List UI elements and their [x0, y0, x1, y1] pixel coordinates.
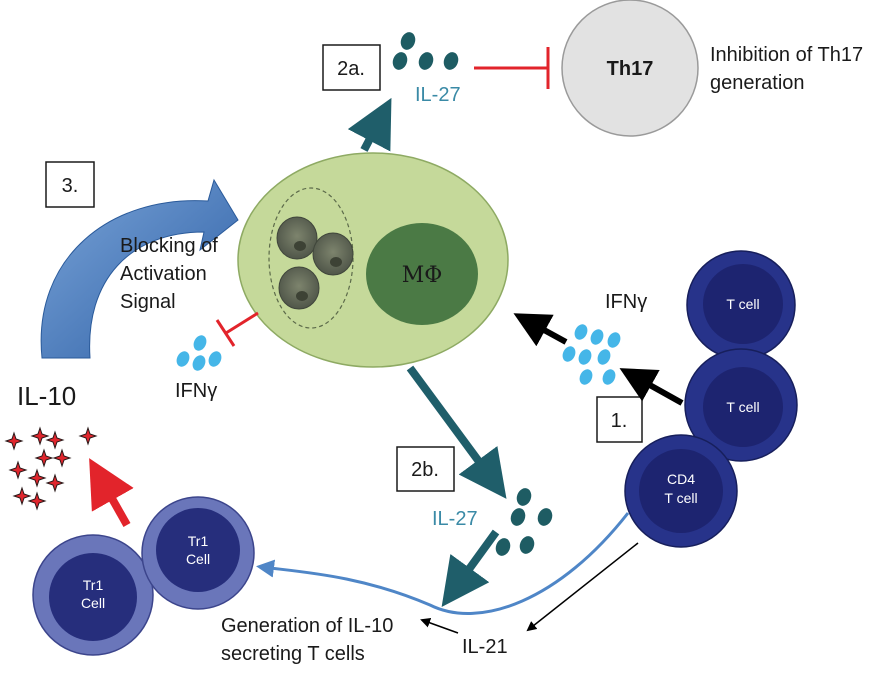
ifng-dots-right — [562, 324, 621, 385]
step-2a-box — [322, 44, 381, 91]
tcell-top-label: T cell — [726, 296, 759, 312]
step-3-box — [45, 161, 95, 208]
cd4-tcell-nucleus — [639, 449, 723, 533]
step-3-label: 3. — [62, 175, 79, 197]
generation-line2: secreting T cells — [221, 643, 365, 665]
macrophage-nucleus — [366, 223, 478, 325]
inhibit-line-ifng-left — [225, 311, 259, 335]
arrow-ifng-to-macrophage — [513, 313, 568, 347]
step-2b-box — [396, 446, 455, 492]
tr1-cell-front-nucleus — [156, 508, 240, 592]
blocking-line2: Activation — [120, 263, 207, 285]
inhibition-line1: Inhibition of Th17 — [710, 44, 863, 66]
arrow-tr1-to-il10 — [89, 458, 134, 527]
arrow-cd4-to-il21 — [526, 542, 639, 632]
tr1-back-line2: Cell — [81, 595, 105, 611]
arrow-macrophage-to-il27-top — [347, 97, 392, 152]
tr1-front-line2: Cell — [186, 551, 210, 567]
tr1-back-line1: Tr1 — [83, 577, 104, 593]
cd4-tcell-line2: T cell — [664, 490, 697, 506]
th17-label: Th17 — [607, 58, 654, 80]
il10-label: IL-10 — [17, 381, 76, 411]
il27-top-label: IL-27 — [415, 84, 461, 106]
blocking-line1: Blocking of — [120, 235, 218, 257]
arrow-macrophage-to-il27-bottom — [406, 365, 507, 499]
curved-blocking-arrow — [40, 178, 239, 359]
arrow-il21-to-generation — [420, 618, 459, 634]
macrophage-label: MΦ — [402, 263, 443, 288]
il27-dots-bottom — [495, 488, 553, 556]
ifng-left-label: IFNγ — [175, 380, 217, 402]
il27-bottom-label: IL-27 — [432, 508, 478, 530]
inhibition-line2: generation — [710, 72, 805, 94]
ifng-right-label: IFNγ — [605, 291, 647, 313]
generation-line1: Generation of IL-10 — [221, 615, 393, 637]
arrow-il27-to-generation — [441, 529, 500, 607]
step-2b-label: 2b. — [411, 459, 439, 481]
tcell-top-nucleus — [703, 264, 783, 344]
step-1-label: 1. — [611, 410, 628, 432]
tr1-cell-back-nucleus — [49, 553, 137, 641]
tcell-middle-nucleus — [703, 367, 783, 447]
th17-cell — [561, 0, 699, 137]
curve-cd4-to-tr1 — [256, 512, 630, 615]
ifng-dots-left — [176, 335, 222, 371]
step-2a-label: 2a. — [337, 58, 365, 80]
step-1-box — [596, 396, 643, 443]
il10-molecules — [4, 426, 98, 511]
tcell-middle-label: T cell — [726, 399, 759, 415]
inhibit-bar-ifng-left — [215, 319, 236, 347]
il21-label: IL-21 — [462, 636, 508, 658]
blocking-line3: Signal — [120, 291, 176, 313]
il27-dots-top — [392, 32, 459, 70]
tr1-front-line1: Tr1 — [188, 533, 209, 549]
cd4-tcell-line1: CD4 — [667, 471, 695, 487]
arrow-tcell-to-ifng — [619, 368, 684, 406]
intracellular-pathogens — [276, 216, 354, 310]
